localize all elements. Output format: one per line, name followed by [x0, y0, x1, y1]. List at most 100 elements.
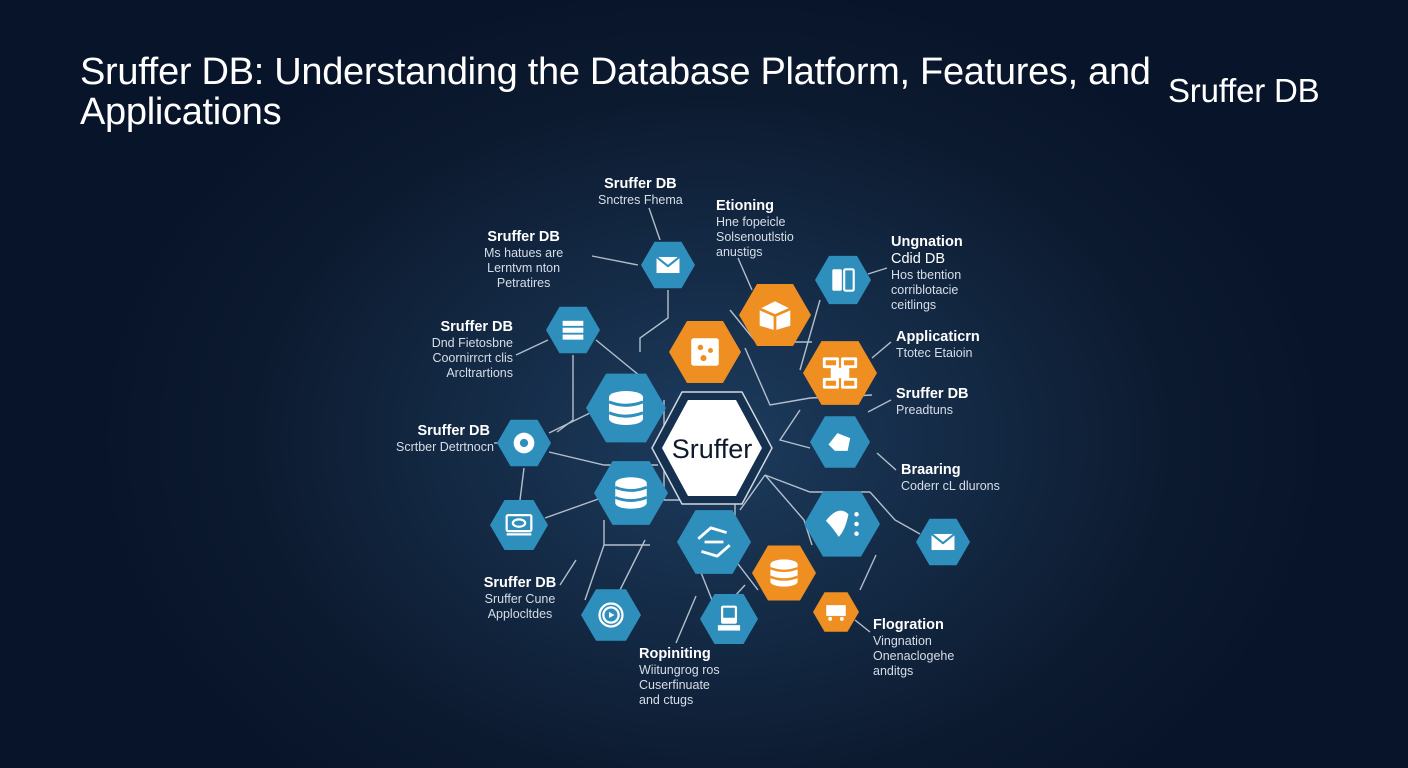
center-hex-group: Sruffer: [651, 391, 773, 505]
label-line: anditgs: [873, 664, 914, 678]
leader-line: [648, 207, 661, 241]
hand-icon: [828, 433, 851, 451]
leader-line: [675, 595, 697, 644]
hex-node-box-orange: [739, 284, 811, 346]
network-line: [778, 409, 811, 449]
label-line: Hos tbention: [891, 268, 962, 282]
network-line: [699, 569, 713, 601]
leader-line: [871, 341, 892, 359]
leader-line: [515, 339, 549, 356]
label-heading: Ungnation: [891, 234, 963, 250]
leader-line: [854, 619, 871, 633]
label-line: corriblotacie: [891, 283, 959, 297]
label-heading: Sruffer DB: [417, 423, 490, 439]
envelope-icon: [930, 533, 956, 551]
network-line: [548, 411, 593, 434]
chat-icon: [513, 432, 535, 454]
hex-node-feather-right: [804, 491, 880, 557]
label-line: anustigs: [716, 245, 763, 259]
hex-node-db-left-lower: [594, 461, 668, 525]
grid-icon: [822, 357, 858, 389]
center-hex: [662, 400, 762, 496]
label-line: Sruffer Cune: [484, 592, 556, 606]
network-line: [595, 339, 641, 377]
stack-icon: [562, 320, 584, 340]
center-label: Sruffer: [672, 434, 753, 464]
label-heading: Ropiniting: [639, 646, 711, 662]
label-heading: Sruffer DB: [483, 575, 557, 591]
label-line: Cuserfinuate: [639, 678, 710, 692]
hex-node-tablet-top-right: [815, 255, 871, 305]
network-line: [869, 491, 921, 535]
network-line: [639, 290, 669, 352]
tag-icon: [826, 605, 846, 621]
hexagon: [490, 500, 548, 550]
brand-logo-text: Sruffer DB: [1168, 72, 1320, 109]
label-heading: Braaring: [901, 462, 961, 478]
play-icon: [598, 602, 624, 628]
feather-icon: [825, 510, 859, 537]
label-heading: Etioning: [716, 198, 774, 214]
device-icon: [717, 605, 741, 631]
label-subheading: Cdid DB: [891, 251, 945, 267]
label-bottom-center: Ropiniting Wiitungrog ros Cuserfinuate a…: [639, 646, 720, 708]
hex-node-stack-left: [546, 306, 600, 354]
leader-line: [867, 399, 892, 413]
hex-node-db-left-upper: [586, 373, 666, 443]
label-top-center: Sruffer DB Snctres Fhema: [598, 176, 683, 208]
label-top-left: Sruffer DB Ms hatues are Lerntvm nton Pe…: [484, 229, 563, 291]
label-line: Ms hatues are: [484, 246, 564, 260]
label-heading: Sruffer DB: [896, 386, 969, 402]
network-line: [859, 554, 877, 591]
database-icon: [608, 391, 644, 425]
label-line: Onenaclogehe: [873, 649, 955, 663]
label-bottom-right: Flogration Vingnation Onenaclogehe andit…: [873, 617, 954, 679]
label-heading: Applicaticrn: [896, 329, 980, 345]
label-heading: Flogration: [873, 617, 944, 633]
label-line: Applocltdes: [487, 607, 553, 621]
arrows-icon: [697, 526, 731, 558]
monitor-icon: [505, 514, 533, 536]
label-left-2: Sruffer DB Scrtber Detrtnocn: [396, 423, 494, 455]
hex-node-tag-orange: [813, 592, 859, 632]
label-top-right: Etioning Hne fopeicle Solsenoutlstio anu…: [716, 198, 794, 260]
label-heading: Sruffer DB: [487, 229, 560, 245]
label-line: Wiitungrog ros: [639, 663, 720, 677]
network-line: [584, 544, 605, 601]
hex-node-play-bottom: [581, 589, 641, 641]
label-line: Coornirrcrt clis: [432, 351, 513, 365]
envelope-icon: [655, 256, 681, 274]
label-left-1: Sruffer DB Dnd Fietosbne Coornirrcrt cli…: [405, 319, 513, 381]
label-line: Dnd Fietosbne: [431, 336, 513, 350]
label-heading: Sruffer DB: [440, 319, 513, 335]
network-line: [764, 474, 870, 493]
network-line: [764, 474, 813, 546]
hex-node-chat-left: [497, 419, 551, 467]
label-right-4: Braaring Coderr cL dlurons: [901, 462, 1000, 494]
label-line: Scrtber Detrtnocn: [396, 440, 494, 454]
blocks-icon: [691, 338, 719, 366]
network-line: [544, 496, 605, 519]
box-icon: [759, 301, 791, 331]
leader-line: [876, 452, 897, 471]
hex-node-envelope-far-right: [916, 518, 970, 566]
hex-node-device-bottom: [700, 594, 758, 644]
label-line: Vingnation: [873, 634, 932, 648]
label-line: Petratires: [496, 276, 551, 290]
label-line: Hne fopeicle: [716, 215, 786, 229]
hex-node-grid-orange: [803, 341, 877, 405]
network-line: [519, 467, 525, 501]
page-title: Sruffer DB: Understanding the Database P…: [80, 51, 1151, 133]
network-line: [744, 347, 811, 406]
label-line: ceitlings: [891, 298, 937, 312]
leader-line: [737, 257, 753, 291]
label-line: Solsenoutlstio: [716, 230, 794, 244]
database-icon: [614, 477, 648, 509]
label-line: Lerntvm nton: [487, 261, 561, 275]
network-line: [619, 539, 646, 591]
label-bottom-left: Sruffer DB Sruffer Cune Applocltdes: [478, 575, 562, 622]
hex-node-db-orange: [752, 545, 816, 601]
network-line: [799, 299, 821, 371]
hex-node-envelope-top: [641, 241, 695, 289]
